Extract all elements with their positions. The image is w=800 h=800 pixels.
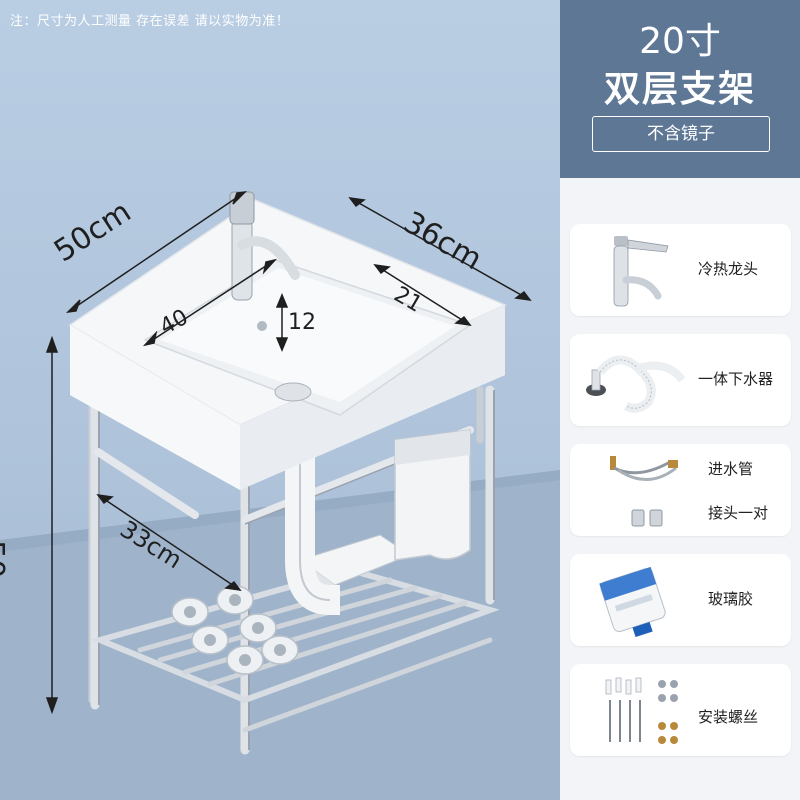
- accessory-panel: 20寸 双层支架 不含镜子 冷热龙头 一体下水器: [560, 0, 800, 800]
- accessory-label-screws: 安装螺丝: [698, 708, 759, 726]
- accessory-label-faucet: 冷热龙头: [698, 260, 759, 278]
- screws-icon: [605, 677, 678, 744]
- exclusion-badge: 不含镜子: [592, 116, 770, 152]
- disclaimer-note: 注：尺寸为人工测量 存在误差 请以实物为准！: [10, 14, 290, 29]
- accessory-label-connectors: 接头一对: [708, 504, 769, 522]
- accessory-label-drain: 一体下水器: [698, 370, 774, 388]
- size-label: 20寸: [639, 21, 721, 62]
- faucet-icon: [613, 236, 669, 307]
- bowl-depth-dimension: 12: [288, 310, 316, 335]
- accessory-label-inlet-hose: 进水管: [708, 460, 754, 478]
- accessory-card-glue: 玻璃胶: [570, 554, 791, 646]
- product-scene: 注：尺寸为人工测量 存在误差 请以实物为准！ 50cm 36cm 50cm 40…: [0, 0, 560, 800]
- height-dimension: 50cm: [0, 540, 10, 624]
- glue-tube-icon: [599, 566, 666, 638]
- accessory-card-screws: 安装螺丝: [570, 664, 791, 756]
- accessory-card-inlet: 进水管 接头一对: [570, 444, 791, 536]
- product-title: 双层支架: [603, 69, 756, 110]
- accessory-card-faucet: 冷热龙头: [570, 224, 791, 316]
- accessory-label-glue: 玻璃胶: [708, 590, 754, 608]
- sink-illustration: [0, 190, 560, 800]
- drain-hose-icon: [586, 355, 686, 413]
- product-header: 20寸 双层支架 不含镜子: [560, 0, 800, 178]
- accessory-card-drain: 一体下水器: [570, 334, 791, 426]
- inlet-hose-icon: [610, 456, 678, 527]
